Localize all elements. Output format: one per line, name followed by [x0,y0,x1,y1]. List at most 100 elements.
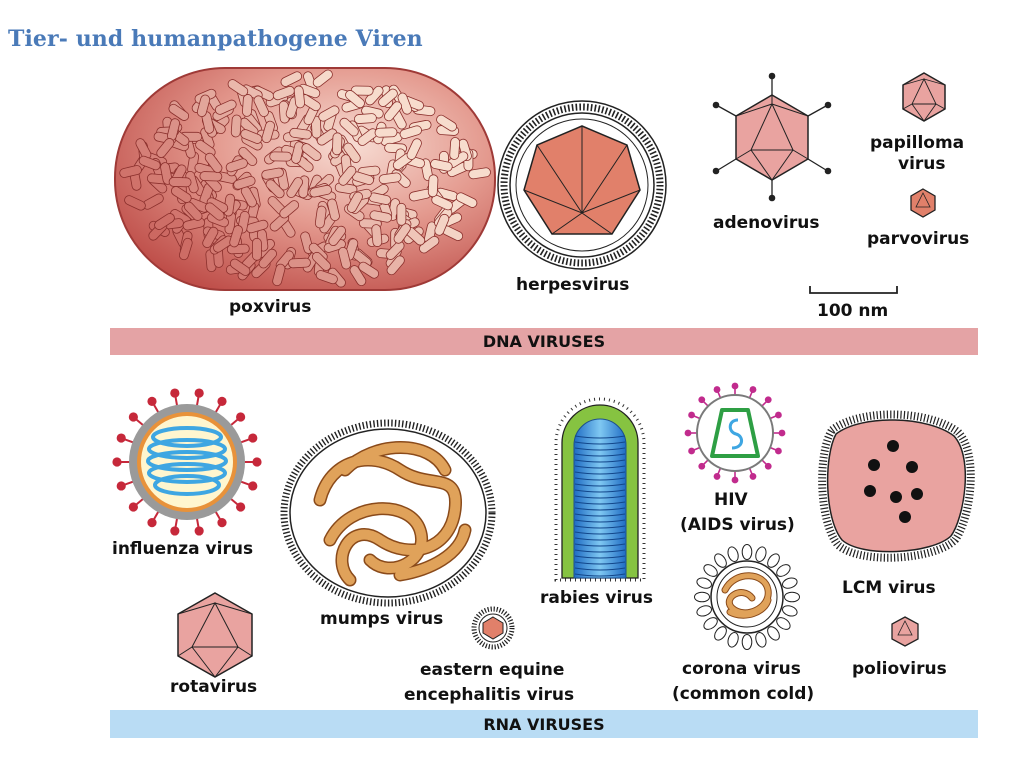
influenza-spike-head [116,433,126,443]
rabies-stripe [574,447,626,451]
poxvirus-filament [269,151,293,162]
corona-spike [767,626,780,641]
poxvirus-filament [233,175,256,190]
poxvirus-filament [315,270,338,285]
influenza-spike-head [112,457,122,467]
papilloma-label-line1: papilloma [870,133,964,153]
poxvirus-filament [225,158,248,173]
corona-spike [755,546,767,562]
scale-bar [809,286,898,294]
corona-spike [714,626,727,641]
poxvirus-filament [240,129,263,144]
poxvirus-filament [314,205,327,229]
rabies-stripe [574,477,626,481]
poxvirus-filament [261,167,284,180]
poxvirus-filament [384,101,402,122]
influenza-spikes [112,388,262,536]
poxvirus-filament [119,165,142,178]
influenza-spike-head [128,412,138,422]
poxvirus-filament [358,261,380,279]
poxvirus-filament [230,114,242,138]
rabies-stripe [574,489,626,493]
corona-spike [755,632,767,648]
rabies-label: rabies virus [540,588,653,608]
poxvirus-filament [280,71,303,87]
rna-band [110,710,978,738]
parvovirus-illustration [910,188,936,218]
poxvirus-filament [339,117,359,137]
poxvirus-filament [229,225,243,248]
rabies-stripe [574,561,626,565]
adenovirus-illustration [712,72,832,202]
poxvirus-filament [436,114,458,132]
poxvirus-label: poxvirus [229,297,311,317]
poxvirus-filament [332,132,343,156]
rabies-stripe [574,567,626,571]
corona-spike [703,564,718,577]
poxvirus-filament [430,159,453,172]
poxvirus-filament [309,184,332,198]
poxvirus-filament [427,174,439,198]
poxvirus-filament [312,69,333,88]
rabies-stripe [574,471,626,475]
influenza-spike-head [248,433,258,443]
poliovirus-illustration [891,616,919,647]
poxvirus-filament [374,127,398,138]
hiv-spike-head [713,473,721,480]
poxvirus-filament [434,213,450,236]
hiv-spike-head [688,447,695,455]
rabies-stripe [574,507,626,511]
herpesvirus-label: herpesvirus [516,275,629,295]
rabies-stripe [574,495,626,499]
poxvirus-filament [312,251,331,271]
poxvirus-filament [399,125,422,140]
poxvirus-filament [265,179,285,199]
corona-spike [703,617,718,630]
poxvirus-filament [199,171,223,182]
influenza-spike-head [248,481,258,491]
hiv-spike-head [764,462,772,470]
corona-spike [696,577,712,589]
poxvirus-filament [378,88,398,107]
influenza-spike-head [194,388,204,398]
influenza-spike-head [194,526,204,536]
hiv-spike-head [749,473,757,480]
mumps-virus-illustration [280,419,496,607]
hiv-spike-head [764,396,772,404]
dna-band-label: DNA VIRUSES [483,332,605,351]
hiv-spike-head [713,386,721,393]
influenza-spike-head [116,481,126,491]
rabies-stripe [574,465,626,469]
rabies-stripe [574,483,626,487]
parvovirus-label: parvovirus [867,229,969,249]
poxvirus-filament [196,94,211,117]
corona-spikes [694,544,800,650]
papilloma-virus-illustration [902,72,946,122]
poxvirus-filament [261,120,275,144]
poxvirus-filament [291,141,305,164]
influenza-spike-head [217,518,227,528]
rabies-stripe [574,513,626,517]
herpesvirus-illustration [497,100,667,270]
poxvirus-filament [214,99,237,115]
hiv-spike-head [684,429,692,437]
influenza-spike-head [217,396,227,406]
lcm-virus-illustration [818,410,975,562]
rabies-stripe [574,441,626,445]
poxvirus-filament [345,90,365,109]
rabies-stripe [574,525,626,529]
poxvirus-filament [338,246,352,270]
influenza-spike-head [252,457,262,467]
corona-spike [776,617,791,630]
poxvirus-filament [195,139,216,158]
rabies-stripe [574,543,626,547]
rabies-stripe [574,435,626,439]
influenza-spike-head [147,396,157,406]
poxvirus-filament [455,192,478,208]
poxvirus-filament [168,103,190,121]
corona-spike [776,564,791,577]
rabies-stripe [574,501,626,505]
rabies-nucleocapsid-stripes [574,435,626,577]
poxvirus-filament [229,258,251,276]
